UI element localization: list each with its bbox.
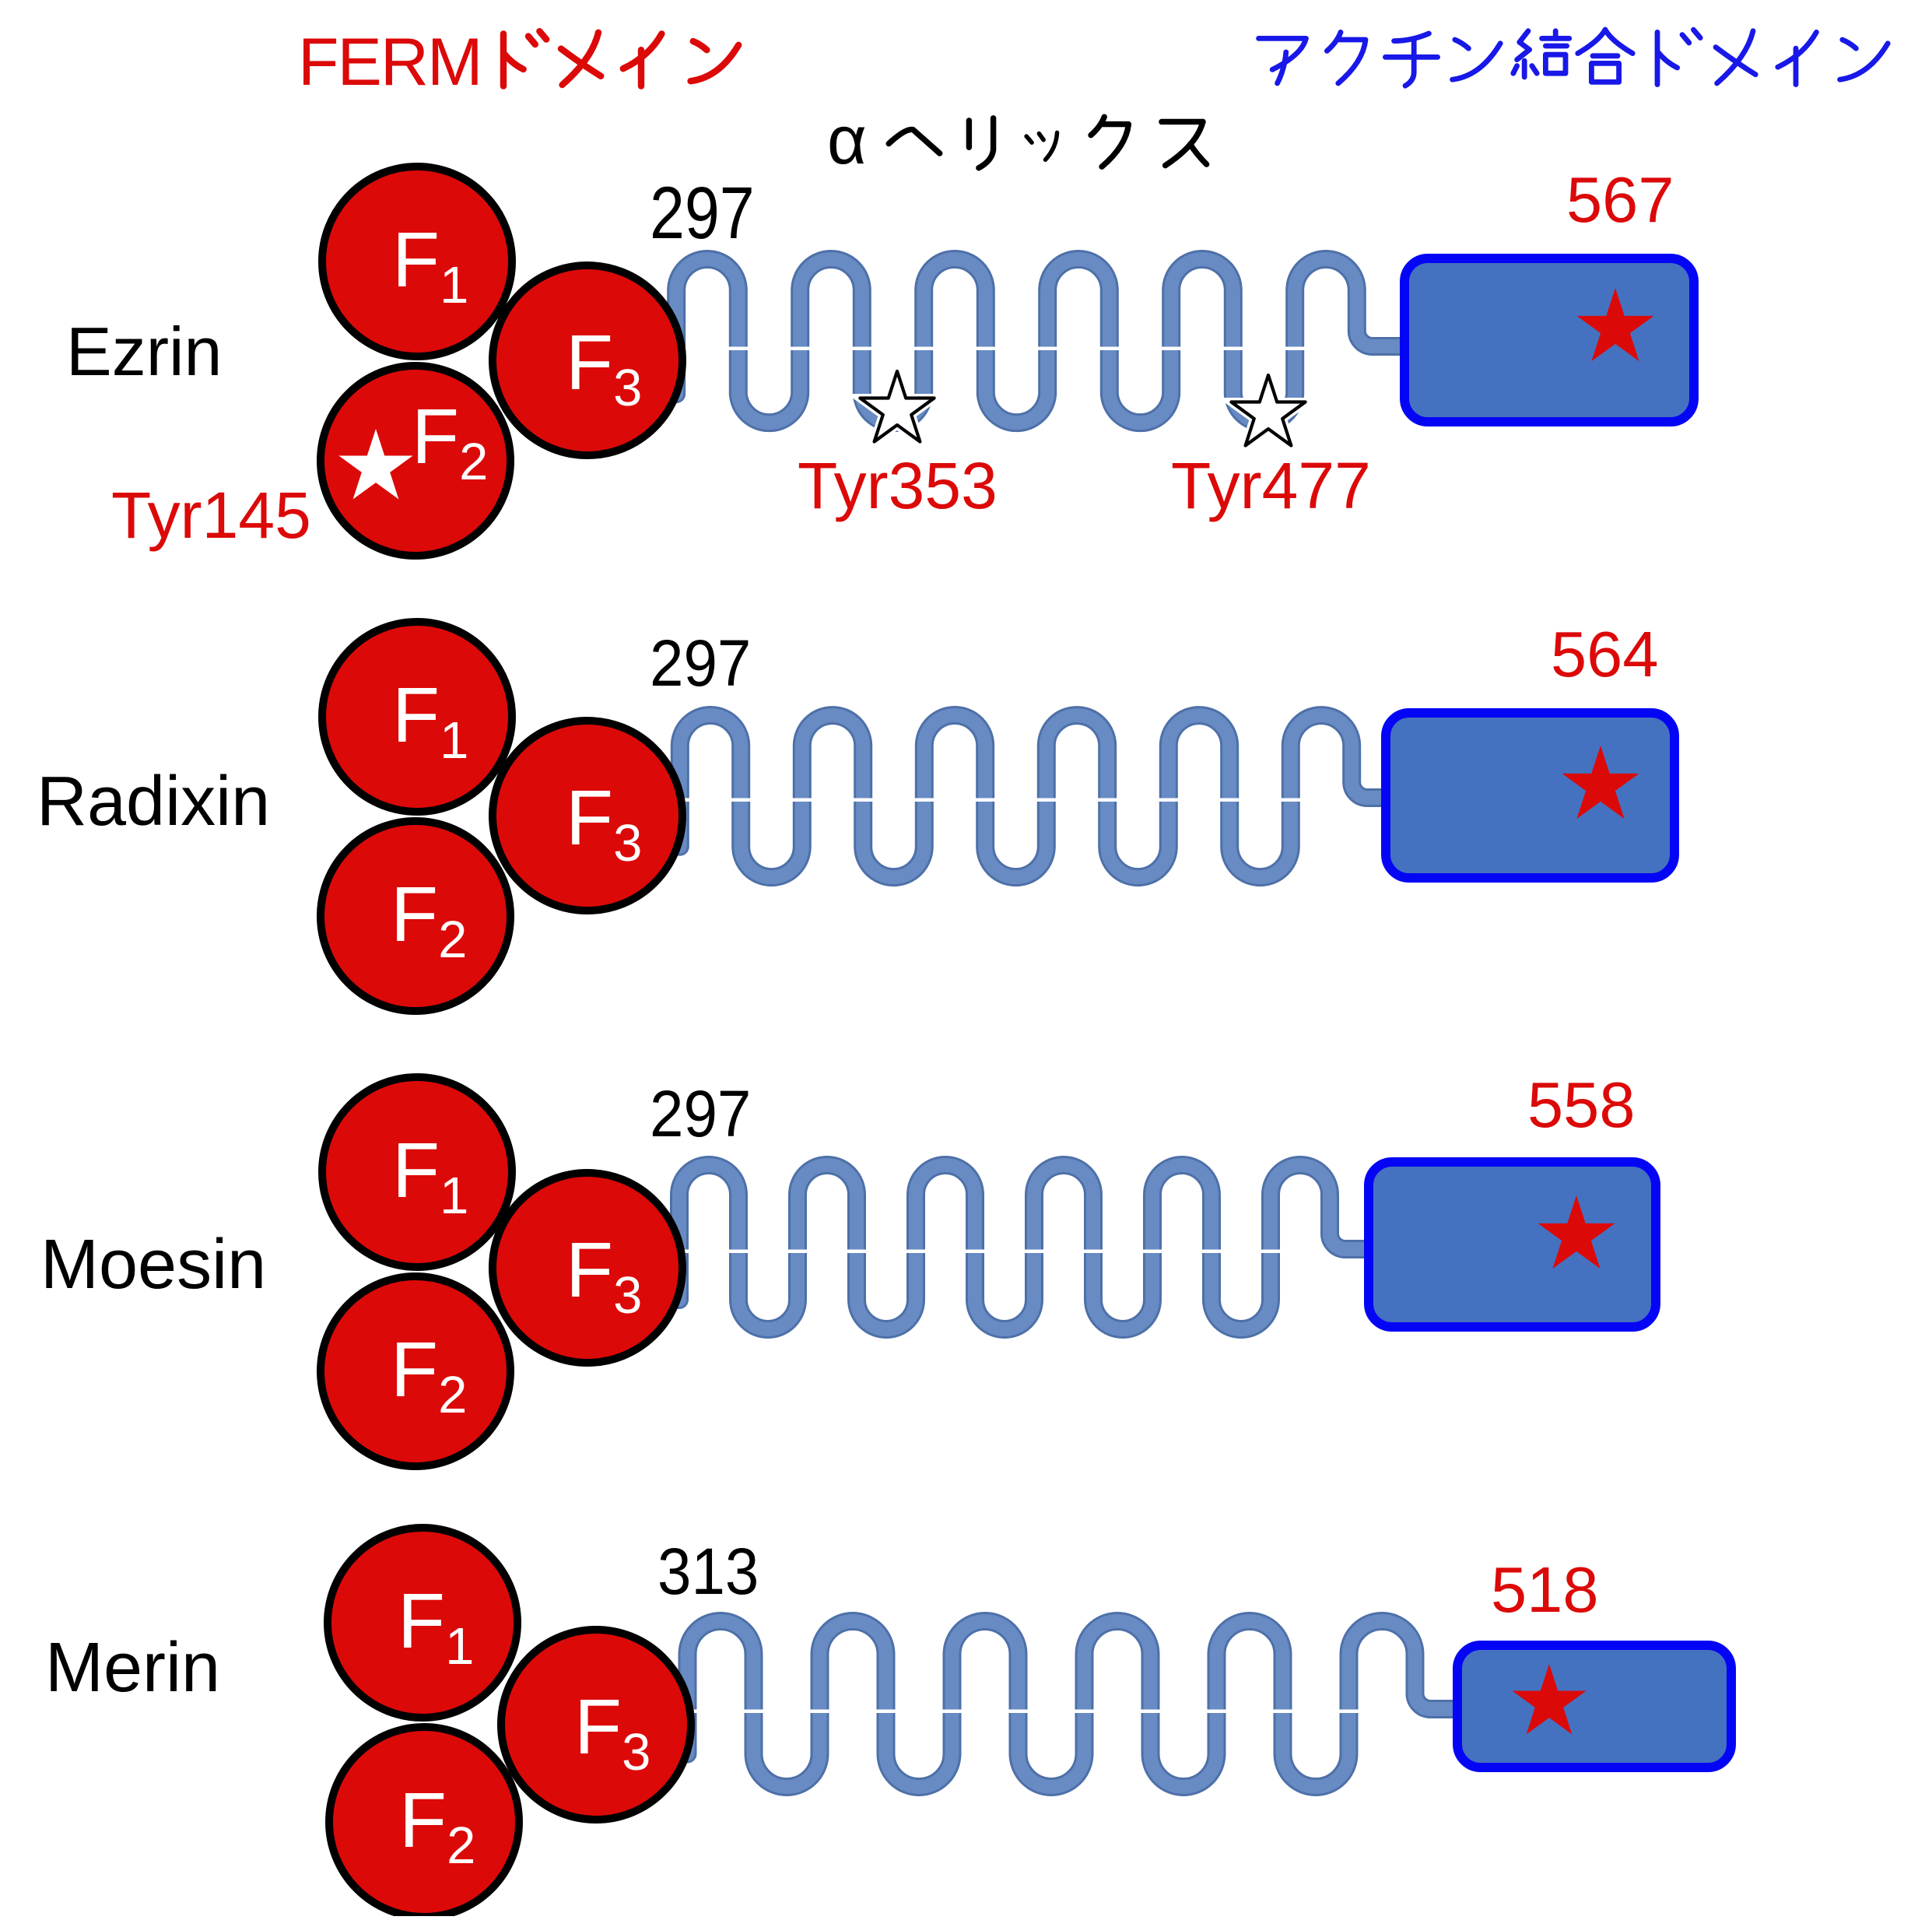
svg-text:Tyr353: Tyr353 [798,449,998,522]
svg-text:567: 567 [1566,163,1674,236]
svg-text:518: 518 [1491,1553,1598,1626]
svg-text:FERM: FERM [298,25,482,100]
svg-text:297: 297 [650,171,755,254]
svg-text:Tyr477: Tyr477 [1171,449,1371,522]
svg-text:Ezrin: Ezrin [66,313,223,390]
svg-text:Moesin: Moesin [40,1226,266,1304]
svg-text:558: 558 [1527,1069,1635,1141]
svg-text:α: α [827,101,867,178]
svg-text:564: 564 [1551,618,1658,690]
svg-text:Merin: Merin [45,1629,220,1707]
svg-text:297: 297 [650,627,751,700]
svg-text:297: 297 [650,1078,751,1150]
svg-text:313: 313 [657,1536,759,1608]
svg-text:Tyr145: Tyr145 [111,479,311,552]
svg-text:Radixin: Radixin [37,763,270,841]
